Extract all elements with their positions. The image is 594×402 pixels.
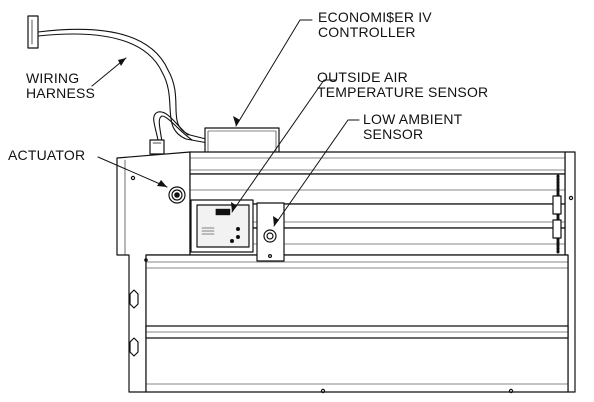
outside-air-sensor-label-line-2: TEMPERATURE SENSOR xyxy=(317,84,489,100)
leader-lines xyxy=(91,19,360,227)
low-ambient-sensor-label-line-1: LOW AMBIENT xyxy=(363,111,463,127)
economizer-controller-label-line-1: ECONOMI$ER IV xyxy=(318,9,432,25)
economizer-housing xyxy=(116,151,576,394)
actuator-knob xyxy=(168,186,186,204)
low-ambient-sensor-label: LOW AMBIENT SENSOR xyxy=(363,112,462,142)
harness-connector xyxy=(27,15,39,49)
wiring-harness-label-line-2: HARNESS xyxy=(26,85,96,101)
economizer-controller-label: ECONOMI$ER IV CONTROLLER xyxy=(318,10,432,40)
actuator-label-text: ACTUATOR xyxy=(8,147,86,163)
low-ambient-sensor-bracket xyxy=(256,202,285,262)
leader-arrowheads xyxy=(118,58,279,226)
wiring-harness-cable xyxy=(37,28,211,144)
wiring-harness-label: WIRING HARNESS xyxy=(26,71,95,101)
actuator-plug xyxy=(149,139,165,155)
economizer-controller-label-line-2: CONTROLLER xyxy=(318,24,416,40)
actuator-label: ACTUATOR xyxy=(8,148,85,163)
outside-air-sensor-label-line-1: OUTSIDE AIR xyxy=(317,69,408,85)
economizer-controller-box xyxy=(204,127,280,156)
outside-air-sensor-label: OUTSIDE AIR TEMPERATURE SENSOR xyxy=(317,70,488,100)
wiring-harness-label-line-1: WIRING xyxy=(26,70,80,86)
low-ambient-sensor-label-line-2: SENSOR xyxy=(363,126,424,142)
outside-air-sensor-module xyxy=(190,199,254,253)
